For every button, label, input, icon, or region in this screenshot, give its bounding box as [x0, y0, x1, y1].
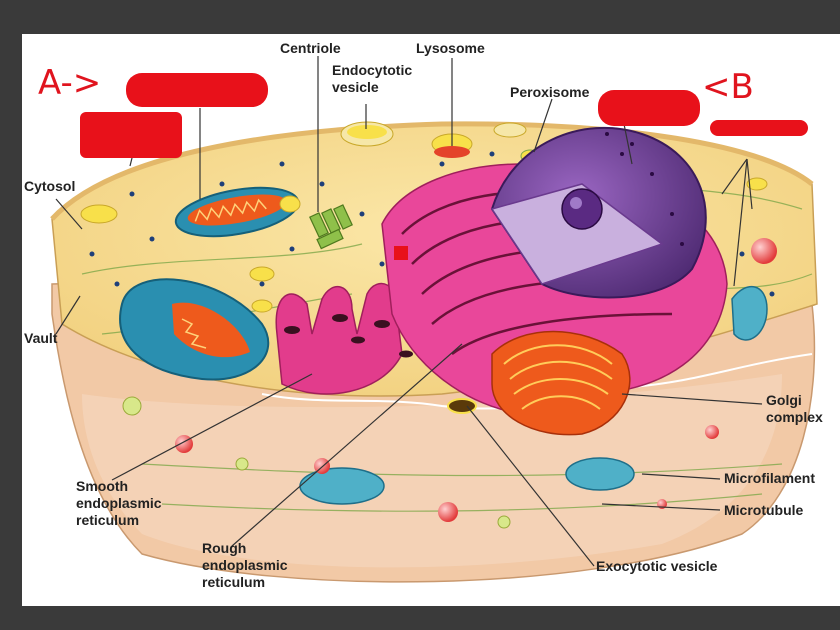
- golgi-complex: [447, 330, 631, 436]
- label-exocytotic-vesicle: Exocytotic vesicle: [596, 558, 718, 574]
- label-golgi-complex: Golgi complex: [766, 392, 823, 425]
- handwritten-marker-b: <B: [702, 67, 754, 107]
- redaction-box-a: [126, 73, 268, 107]
- lower-organelles: [122, 396, 719, 529]
- redaction-box-b: [598, 90, 700, 126]
- label-microfilament: Microfilament: [724, 470, 816, 486]
- nucleus: [490, 126, 707, 299]
- label-peroxisome: Peroxisome: [510, 84, 590, 100]
- animal-cell-illustration: [50, 56, 818, 583]
- mitochondrion-upper: [174, 186, 300, 238]
- centriole: [309, 204, 353, 250]
- label-smooth-er: Smooth endoplasmic reticulum: [76, 478, 162, 528]
- label-centriole: Centriole: [280, 40, 341, 56]
- vault: [731, 238, 777, 341]
- diagram-frame: Centriole Lysosome Endocytotic vesicle P…: [22, 34, 840, 606]
- label-cytosol: Cytosol: [24, 178, 76, 194]
- handwritten-marker-a: A->: [38, 63, 102, 103]
- redaction-box-right: [710, 120, 808, 136]
- mitochondrion-lower: [119, 278, 270, 381]
- ribosome-dots: [89, 151, 775, 307]
- label-rough-er: Rough endoplasmic reticulum: [202, 540, 288, 590]
- label-vault: Vault: [24, 330, 58, 346]
- label-microtubule: Microtubule: [724, 502, 804, 518]
- redaction-box-left: [80, 112, 182, 158]
- label-endocytotic-vesicle: Endocytotic vesicle: [332, 62, 413, 95]
- smooth-er: [275, 282, 413, 395]
- label-lysosome: Lysosome: [416, 40, 485, 56]
- leader-lines: [55, 56, 763, 567]
- small-vesicles: [80, 121, 768, 313]
- plasma-membrane: [50, 121, 814, 221]
